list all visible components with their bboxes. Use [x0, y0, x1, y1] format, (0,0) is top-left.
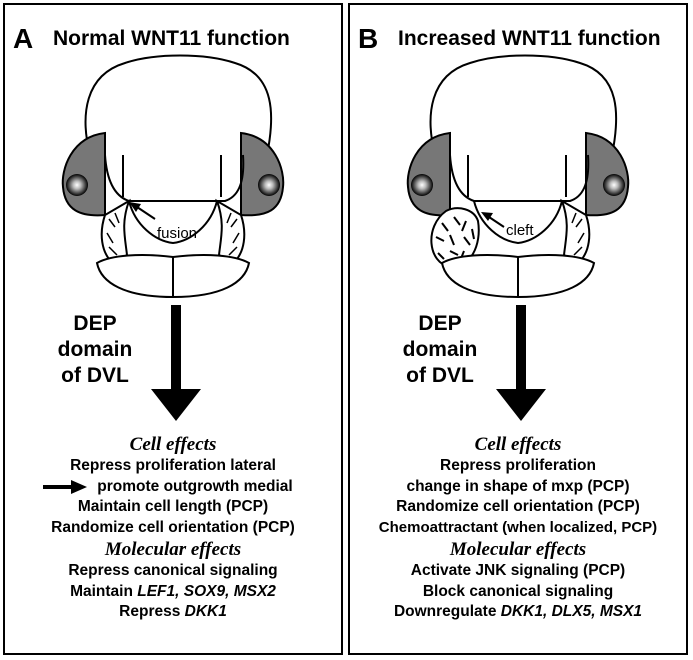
panel-title: Normal WNT11 function: [53, 27, 290, 50]
effects-text: Cell effects Repress proliferation later…: [5, 433, 341, 623]
molecular-effect-prefix: Downregulate: [393, 603, 501, 620]
left-eye-highlight: [66, 174, 88, 196]
molecular-effect-line: Repress canonical signaling: [68, 562, 278, 579]
molecular-effect-prefix: Maintain: [70, 582, 138, 600]
molecular-effect-line: Repress DKK1: [5, 602, 341, 623]
gene-list: DKK1, DLX5, MSX1: [500, 603, 643, 620]
face-annotation: fusion: [157, 225, 198, 242]
left-eye-highlight: [411, 174, 433, 196]
dep-line: DEP: [418, 312, 462, 335]
molecular-effect-line: Downregulate DKK1, DLX5, MSX1: [350, 602, 686, 623]
dep-line: of DVL: [61, 364, 129, 387]
panel-label: A: [13, 23, 34, 54]
molecular-effects-heading: Molecular effects: [104, 539, 242, 560]
cell-effect-line: Repress proliferation lateral: [70, 457, 276, 474]
right-arrow-icon: [43, 479, 87, 494]
dep-arrow-head: [496, 389, 546, 421]
panel-title: Increased WNT11 function: [398, 27, 661, 50]
cell-effect-line: change in shape of mxp (PCP): [406, 477, 630, 495]
panel-a: A Normal WNT11 function: [3, 3, 343, 655]
right-eye-highlight: [258, 174, 280, 196]
cell-effect-line: Randomize cell orientation (PCP): [51, 518, 295, 536]
panel-b: B Increased WNT11 function: [348, 3, 688, 655]
cell-effect-arrow-row: promote outgrowth medial: [5, 477, 341, 498]
dep-line: DEP: [73, 312, 117, 335]
gene-list: DKK1: [184, 603, 227, 620]
effects-text: Cell effects Repress proliferation chang…: [350, 433, 686, 623]
cell-effect-line: Chemoattractant (when localized, PCP): [378, 518, 658, 536]
face-annotation: cleft: [506, 222, 534, 239]
molecular-effects-heading: Molecular effects: [449, 539, 587, 560]
molecular-effect-prefix: Repress: [119, 603, 185, 620]
dep-arrow-shaft: [516, 305, 526, 395]
dep-arrow-shaft: [171, 305, 181, 395]
right-eye-highlight: [603, 174, 625, 196]
cell-effect-line: promote outgrowth medial: [97, 477, 293, 495]
molecular-effect-line: Block canonical signaling: [422, 582, 614, 600]
molecular-effect-line: Activate JNK signaling (PCP): [410, 562, 626, 579]
frontonasal-process: [449, 154, 590, 202]
dep-line: domain: [57, 338, 133, 361]
cell-effect-line: Repress proliferation: [440, 457, 596, 474]
cell-effects-heading: Cell effects: [129, 434, 217, 455]
cell-effect-line: Randomize cell orientation (PCP): [396, 498, 640, 515]
right-eye: [585, 131, 630, 217]
panel-label: B: [358, 23, 379, 54]
gene-list: LEF1, SOX9, MSX2: [137, 582, 276, 600]
dep-label: DEP domain of DVL: [45, 311, 145, 389]
molecular-effect-line: Maintain LEF1, SOX9, MSX2: [5, 582, 341, 603]
right-eye: [240, 131, 285, 217]
embryo-face-diagram: [406, 54, 630, 421]
cell-effects-heading: Cell effects: [474, 434, 562, 455]
dep-line: of DVL: [406, 364, 474, 387]
frontonasal-process: [104, 154, 245, 202]
left-eye: [406, 131, 451, 217]
head-outline: [429, 54, 618, 156]
left-eye: [61, 131, 106, 217]
cell-effect-line: Maintain cell length (PCP): [77, 498, 269, 515]
dep-arrow-head: [151, 389, 201, 421]
head-outline: [84, 54, 273, 156]
dep-line: domain: [402, 338, 478, 361]
embryo-face-diagram: [61, 54, 285, 421]
dep-label: DEP domain of DVL: [390, 311, 490, 389]
